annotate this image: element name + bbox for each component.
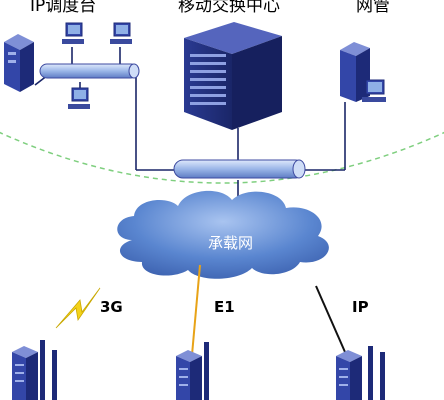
label-cloud: 承载网 (208, 234, 254, 252)
network-bus-icon (173, 159, 306, 179)
label-3g: 3G (100, 298, 123, 316)
label-switching-center: 移动交换中心 (178, 0, 280, 16)
base-station-icon (336, 346, 385, 400)
link-3g (78, 285, 100, 290)
base-station-icon (12, 340, 57, 400)
label-gateway: 网管 (356, 0, 390, 16)
label-ip-dispatch: IP调度台 (30, 0, 97, 16)
label-e1: E1 (214, 298, 235, 316)
computer-icon (110, 22, 132, 44)
server-icon (340, 42, 386, 102)
network-bus-icon (39, 63, 140, 79)
base-station-icon (176, 342, 209, 400)
computer-icon (62, 22, 84, 44)
link-ip (315, 285, 346, 353)
cloud-icon (117, 190, 329, 279)
label-ip: IP (352, 298, 369, 316)
computer-icon (4, 34, 34, 92)
lightning-icon (55, 287, 101, 329)
link-e1 (191, 264, 201, 356)
switch-cabinet-icon (184, 22, 282, 130)
computer-icon (68, 87, 90, 109)
